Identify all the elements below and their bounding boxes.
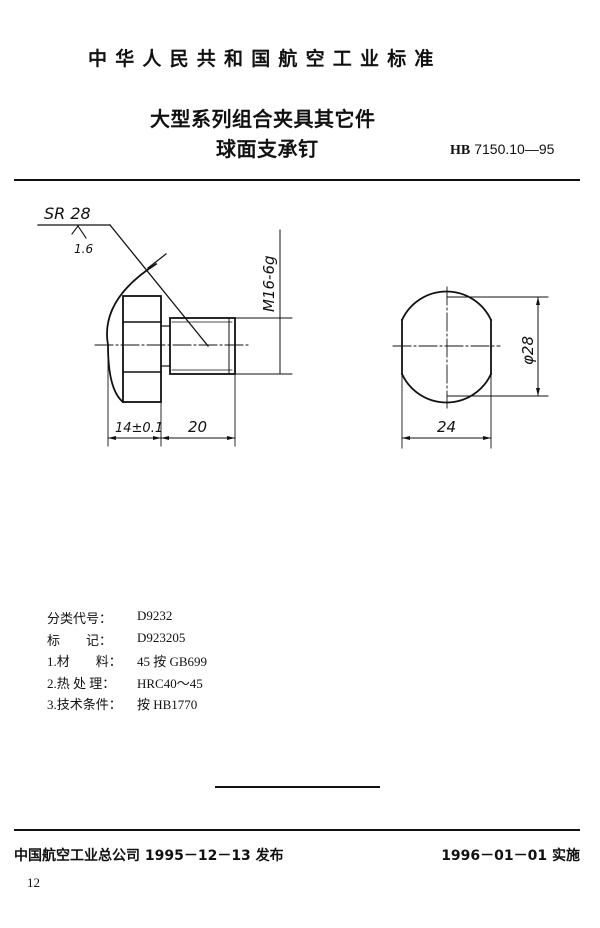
spec-label: 1.材 料： — [47, 654, 122, 669]
page-number: 12 — [27, 875, 40, 890]
spec-value: D9232 — [137, 608, 173, 623]
spec-value: HRC40～45 — [137, 675, 203, 691]
header-divider — [14, 179, 580, 181]
end-view — [392, 286, 549, 449]
roughness-label: 1.6 — [74, 242, 93, 256]
issue-info: 中国航空工业总公司 1995－12－13 发布 — [14, 848, 284, 864]
spec-label: 2.热 处 理： — [47, 675, 116, 691]
diameter-label: φ28 — [519, 336, 537, 365]
standard-code-prefix: HB — [450, 143, 471, 158]
spec-value: D923205 — [137, 629, 186, 645]
spec-label: 标 记： — [47, 632, 113, 648]
thread-label: M16-6g — [260, 255, 278, 312]
standard-body-heading: 中华人民共和国航空工业标准 — [88, 48, 442, 70]
side-view — [37, 224, 293, 447]
spec-label: 3.技术条件： — [47, 697, 122, 712]
spec-value: 45 按 GB699 — [137, 654, 208, 669]
flat-width-label: 24 — [437, 418, 456, 436]
spec-label: 分类代号： — [47, 611, 113, 626]
spec-row-classification: 分类代号： D9232 — [47, 608, 207, 630]
footer-divider — [14, 829, 580, 831]
technical-drawing: SR 28 1.6 M16-6g 14±0.1 20 φ28 24 — [37, 204, 549, 449]
head-length-label: 14±0.1 — [115, 421, 163, 436]
document-title-line2: 球面支承钉 — [216, 137, 319, 161]
shank-length-label: 20 — [188, 418, 207, 436]
end-of-text-line — [215, 786, 380, 788]
spec-row-heat-treatment: 2.热 处 理： HRC40～45 — [47, 673, 207, 695]
effective-date: 1996－01－01 实施 — [441, 848, 580, 864]
spec-list: 分类代号： D9232 标 记： D923205 1.材 料： 45 按 GB6… — [47, 608, 207, 716]
standard-code-number: 7150.10—95 — [474, 141, 555, 157]
spec-row-technical-conditions: 3.技术条件： 按 HB1770 — [47, 694, 207, 716]
document-title-line1: 大型系列组合夹具其它件 — [150, 107, 376, 131]
spec-value: 按 HB1770 — [137, 697, 198, 712]
spec-row-marking: 标 记： D923205 — [47, 630, 207, 652]
spec-row-material: 1.材 料： 45 按 GB699 — [47, 651, 207, 673]
sphere-radius-label: SR 28 — [44, 204, 91, 223]
